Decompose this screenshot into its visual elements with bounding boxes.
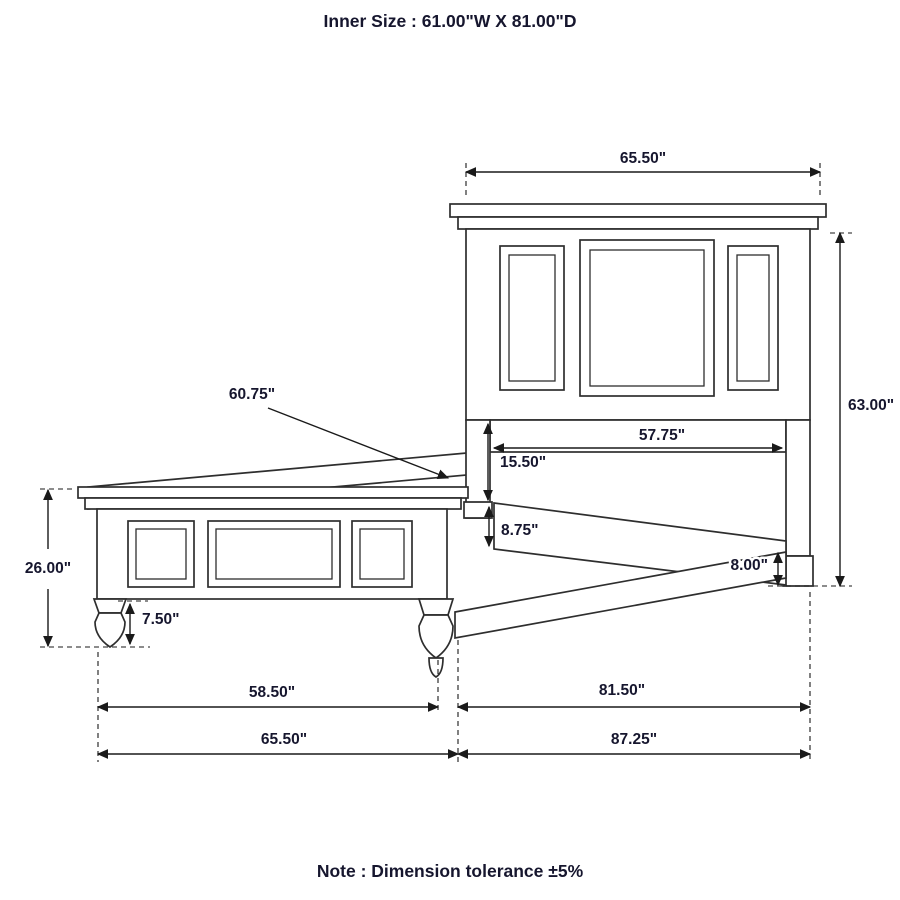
dim-label-rail-span: 81.50" (599, 682, 645, 699)
dim-rail-span: 81.50" (456, 680, 812, 712)
dim-footboard-leg-height: 7.50" (118, 600, 182, 646)
inner-size-title: Inner Size : 61.00"W X 81.00"D (324, 11, 577, 31)
tolerance-note: Note : Dimension tolerance ±5% (317, 861, 584, 881)
dim-side-rail-length: 60.75" (226, 384, 450, 479)
dim-label-headboard-inner-width: 57.75" (639, 427, 685, 444)
dim-label-side-rail-length: 60.75" (229, 386, 275, 403)
dim-overall-width: 65.50" (96, 729, 460, 759)
dim-label-side-rail-height: 8.75" (501, 522, 539, 539)
footboard-cap (77, 486, 469, 499)
footboard-panel-left (127, 520, 195, 588)
dim-footboard-feet-span: 58.50" (96, 682, 440, 712)
headboard (449, 203, 827, 453)
dim-footboard-height: 26.00" (22, 488, 150, 648)
dim-label-footboard-leg-height: 7.50" (142, 611, 180, 628)
dim-headboard-width: 65.50" (464, 148, 822, 199)
dim-label-overall-depth: 87.25" (611, 731, 657, 748)
dim-label-headboard-to-rail-gap: 15.50" (500, 454, 546, 471)
dim-overall-depth: 87.25" (456, 729, 812, 759)
dim-label-headboard-width: 65.50" (620, 150, 666, 167)
headboard-panel-center (579, 239, 715, 397)
headboard-panel-right (727, 245, 779, 391)
dim-label-footboard-height: 26.00" (25, 560, 71, 577)
headboard-panel-left (499, 245, 565, 391)
dim-side-rail-height: 8.75" (484, 505, 541, 548)
bottom-extension-lines (97, 592, 811, 762)
dim-headboard-to-rail-gap: 15.50" (483, 422, 549, 502)
dim-label-rail-floor-clearance: 8.00" (730, 557, 768, 574)
footboard (77, 486, 469, 678)
footboard-foot-left (92, 598, 128, 649)
dim-label-footboard-feet-span: 58.50" (249, 684, 295, 701)
side-rail-near (454, 550, 787, 640)
footboard-panel-right (351, 520, 413, 588)
footboard-foot-right (417, 598, 455, 678)
dim-label-headboard-height: 63.00" (848, 397, 894, 414)
footboard-panel-center (207, 520, 341, 588)
dim-label-overall-width: 65.50" (261, 731, 307, 748)
headboard-cap (449, 203, 827, 218)
dim-headboard-height: 63.00" (768, 231, 897, 588)
dim-headboard-inner-width: 57.75" (492, 425, 784, 453)
dim-rail-floor-clearance: 8.00" (728, 551, 783, 587)
headboard-leg-right (785, 419, 811, 557)
